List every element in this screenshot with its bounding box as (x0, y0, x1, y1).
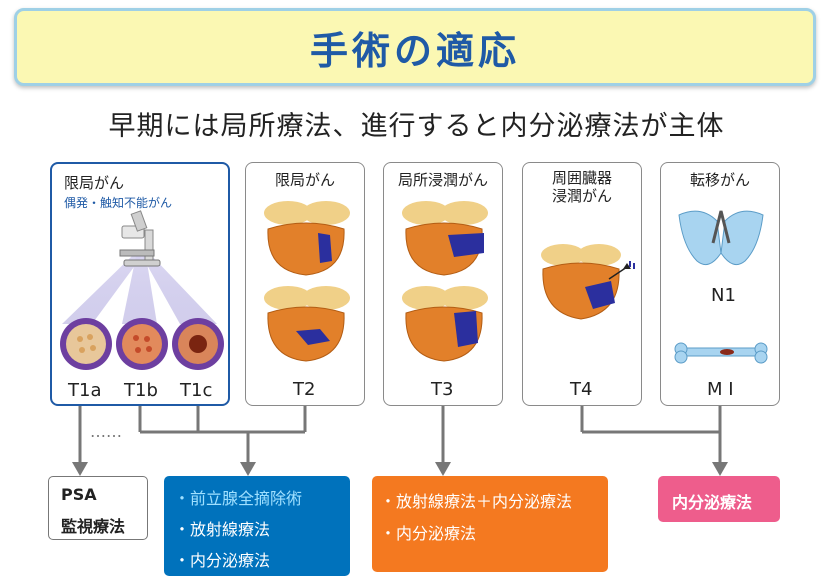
prostate-organ (402, 201, 488, 276)
treatment-item: ・内分泌療法 (380, 524, 477, 543)
stage-label-t4: T4 (570, 379, 593, 400)
treatment-item: ・放射線療法 (174, 520, 271, 539)
treatment-item: ・内分泌療法 (174, 551, 271, 570)
treatment-box-locally-invasive: ・放射線療法＋内分泌療法 ・内分泌療法 (372, 476, 608, 572)
prostate-organ (541, 244, 635, 320)
panel-adjacent-organ-t4: 周囲臓器 浸潤がん T4 (522, 162, 642, 406)
panel-note: 偶発・触知不能がん (64, 196, 173, 210)
arrow-head (712, 462, 728, 476)
treatment-item: ・放射線療法＋内分泌療法 (380, 492, 573, 511)
panel-title-line2: 浸潤がん (551, 187, 612, 205)
prostate-illustration (402, 201, 488, 362)
treatment-item: 内分泌療法 (672, 493, 753, 512)
stage-label-t2: T2 (293, 379, 316, 400)
tumor (296, 329, 330, 345)
panel-localized-t1: 限局がん 偶発・触知不能がん (50, 162, 230, 406)
tumor (318, 233, 332, 263)
prostate-illustration (541, 244, 635, 320)
treatment-item: PSA (61, 485, 97, 504)
light-beam (62, 256, 142, 324)
panel-title: 限局がん (274, 171, 335, 189)
tissue-circle-t1b (116, 318, 168, 370)
tissue-circle-t1c (172, 318, 224, 370)
bone-lesion (720, 349, 734, 355)
light-beam (142, 256, 217, 324)
stage-label-t1a: T1a (68, 380, 102, 401)
stage-label-t1c: T1c (180, 380, 213, 401)
treatment-item: 監視療法 (61, 517, 126, 536)
stage-label-n1: N1 (711, 285, 736, 306)
treatment-box-psa: PSA 監視療法 (48, 476, 148, 540)
pelvis-bone (678, 210, 764, 266)
arrow-head (72, 462, 88, 476)
stage-label-m1: M I (707, 379, 734, 400)
panel-metastatic: 転移がん N1 M I (660, 162, 780, 406)
prostate-organ (264, 201, 350, 276)
treatment-item: ・前立腺全摘除術 (174, 489, 303, 508)
treatment-box-metastatic: 内分泌療法 (658, 476, 780, 522)
prostate-illustration (264, 201, 350, 362)
prostate-organ (264, 286, 350, 362)
dotted-connector: …… (90, 422, 122, 441)
panel-locally-invasive-t3: 局所浸潤がん T3 (383, 162, 503, 406)
title-banner: 手術の適応 (14, 8, 816, 86)
tumor (454, 311, 478, 347)
stage-label-t3: T3 (431, 379, 454, 400)
panel-localized-t2: 限局がん T2 (245, 162, 365, 406)
tissue-circle-t1a (60, 318, 112, 370)
microscope-illustration (60, 210, 224, 370)
subtitle: 早期には局所療法、進行すると内分泌療法が主体 (108, 111, 725, 142)
femur-bone (674, 342, 768, 364)
tumor (448, 233, 484, 257)
skeleton-illustration (674, 210, 768, 364)
tumor (585, 281, 615, 309)
page-title: 手術の適応 (309, 28, 520, 73)
panel-title: 限局がん (64, 174, 125, 192)
stage-label-t1b: T1b (124, 380, 158, 401)
panel-title: 局所浸潤がん (397, 171, 488, 189)
light-beam (122, 256, 157, 324)
treatment-box-localized: ・前立腺全摘除術 ・放射線療法 ・内分泌療法 (164, 476, 350, 576)
panel-title: 転移がん (689, 171, 750, 189)
panel-title-line1: 周囲臓器 (551, 169, 612, 187)
arrow-head (435, 462, 451, 476)
prostate-organ (402, 286, 488, 362)
arrow-head (240, 462, 256, 476)
